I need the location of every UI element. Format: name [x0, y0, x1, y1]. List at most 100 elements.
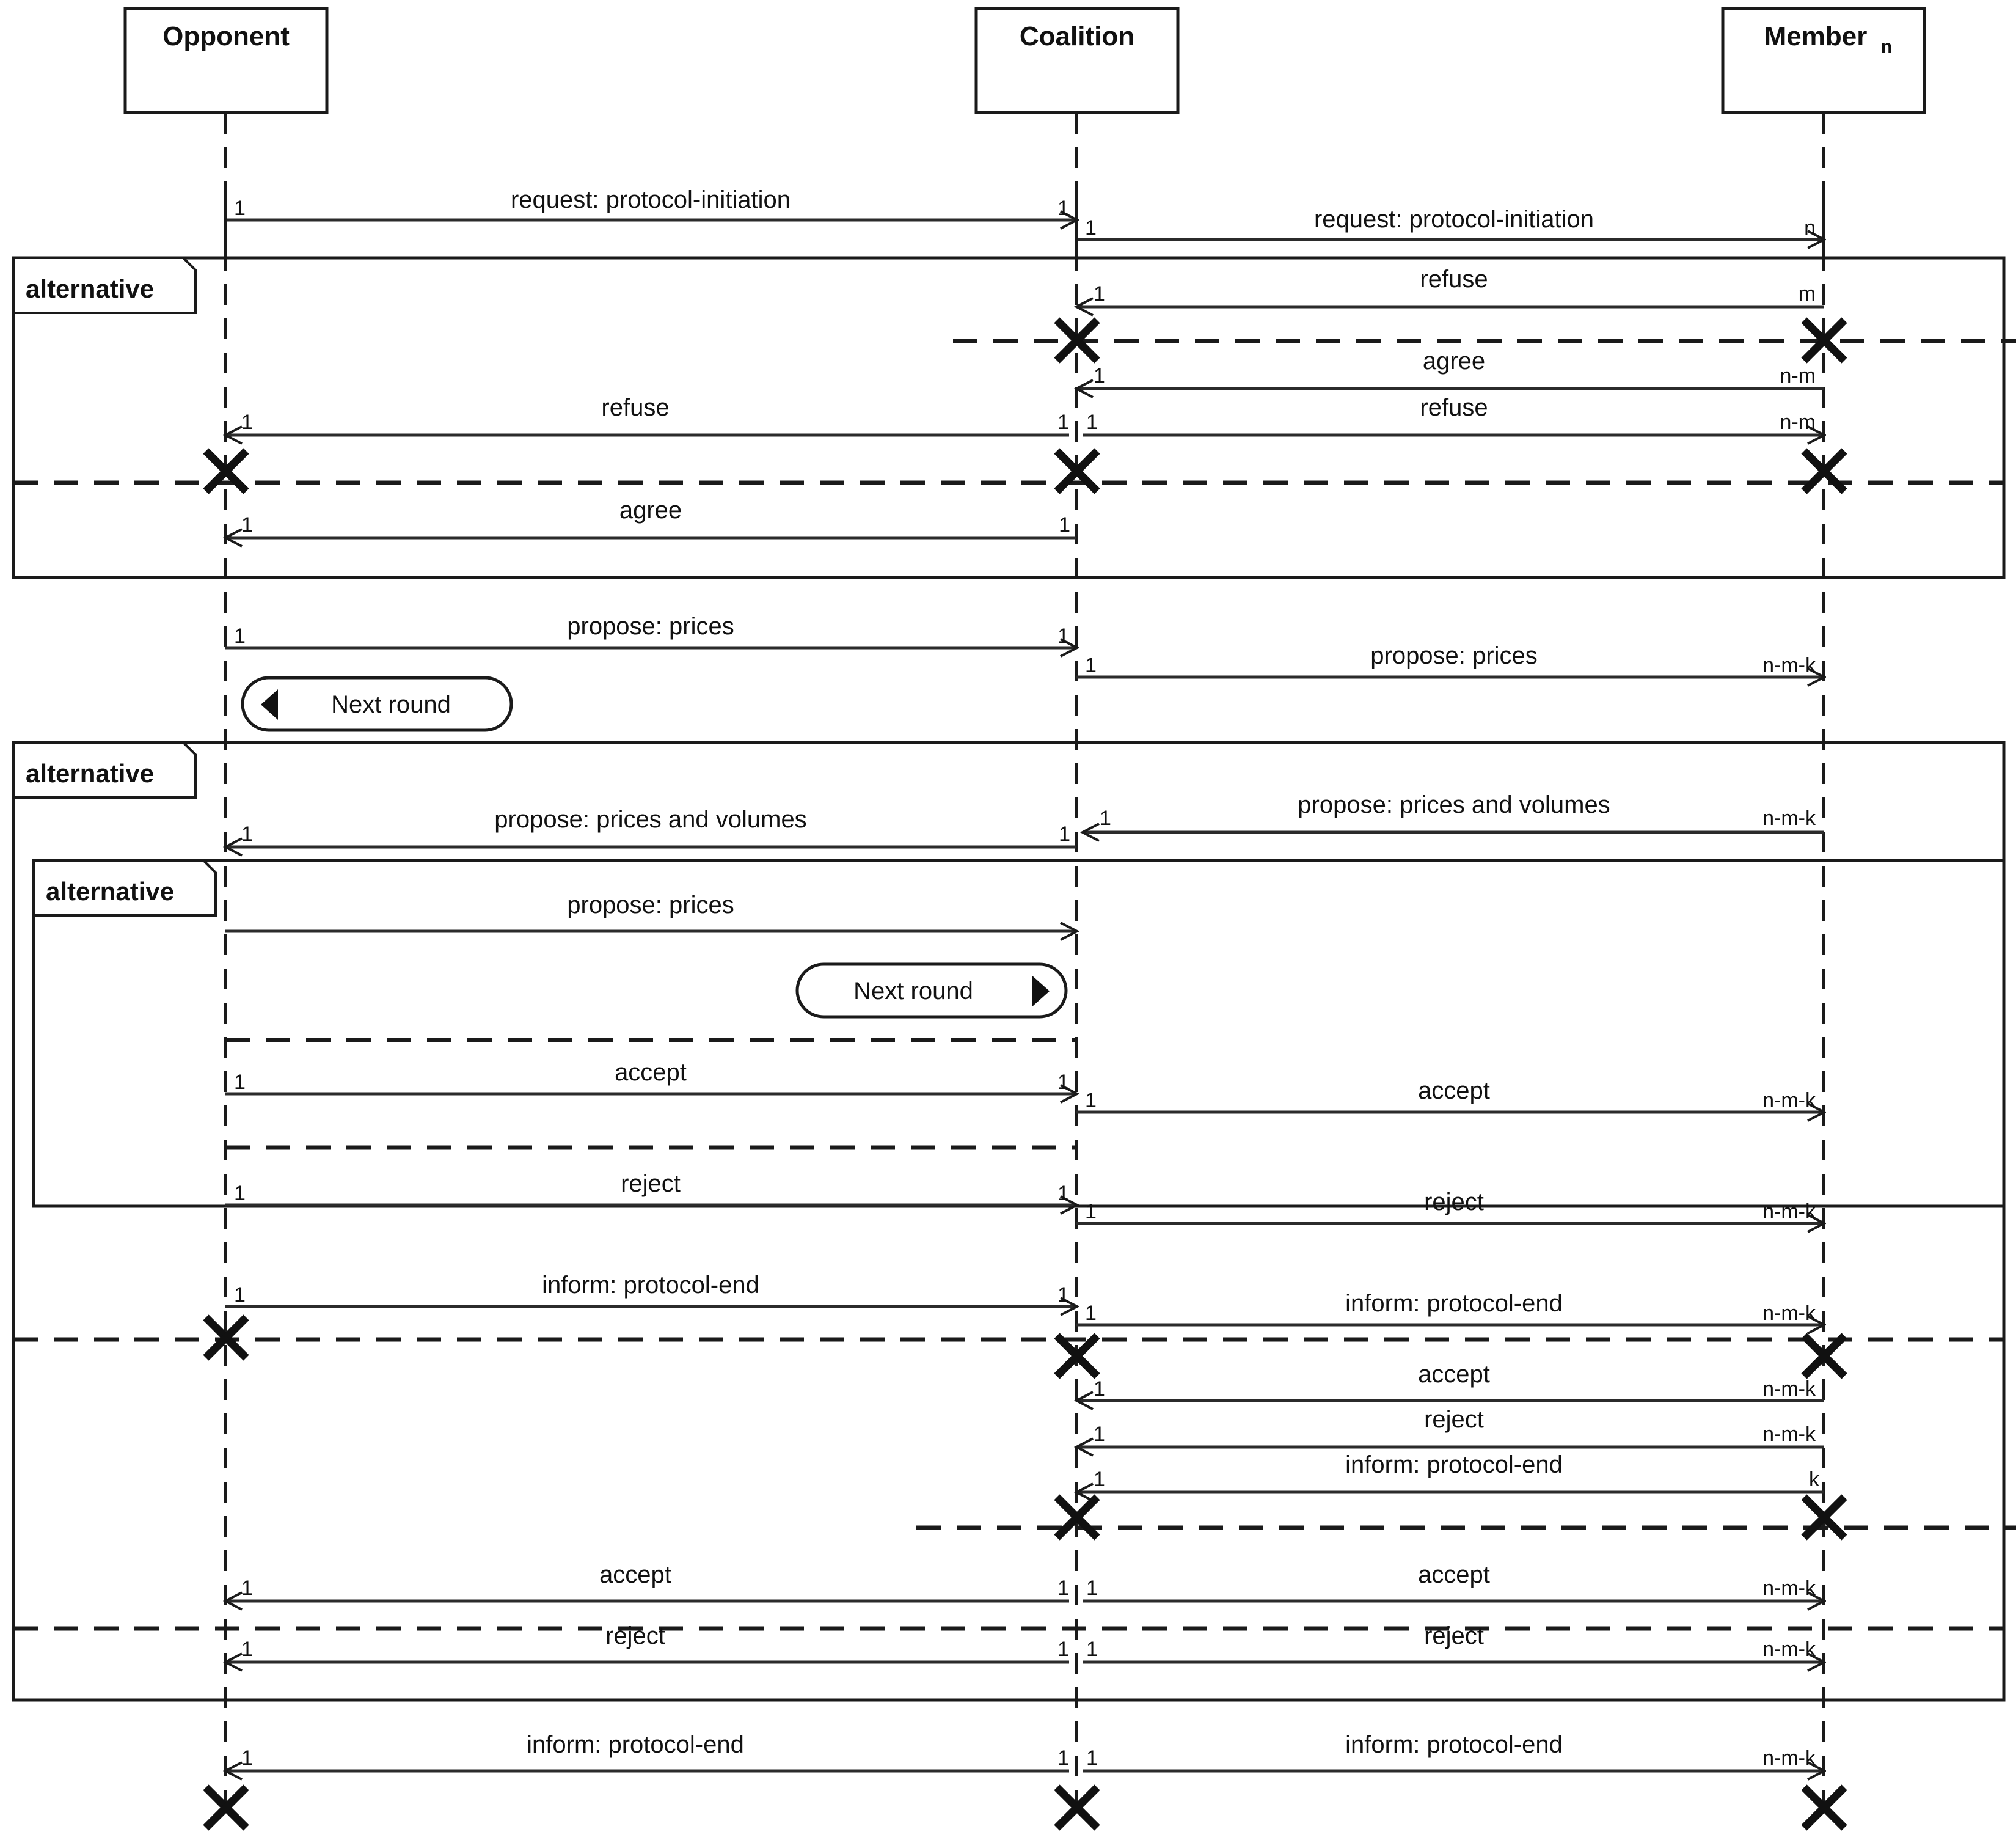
message-m21-left-mid-mult: 1 [1057, 1577, 1069, 1600]
message-m17-label: inform: protocol-end [1345, 1290, 1563, 1317]
message-m15[interactable]: reject 1 n-m-k [1076, 1189, 1824, 1223]
message-m16-src-mult: 1 [234, 1283, 246, 1306]
message-m10-label: propose: prices and volumes [494, 806, 806, 833]
message-m15-src-mult: 1 [1085, 1200, 1097, 1223]
message-m04-dst-mult: n-m [1780, 364, 1816, 387]
message-m04[interactable]: agree 1 n-m [1076, 348, 1824, 389]
message-m21-right-label: accept [1418, 1561, 1490, 1588]
message-m01-src-mult: 1 [234, 197, 246, 220]
message-m12[interactable]: accept 1 1 [225, 1059, 1076, 1094]
message-m22-right-mid-mult: 1 [1086, 1638, 1098, 1661]
message-m11-label: propose: prices [567, 892, 734, 918]
message-m01-label: request: protocol-initiation [511, 186, 791, 213]
destruction-x-member-3 [1801, 1333, 1847, 1379]
message-m05-right-src-mult: 1 [1086, 411, 1098, 434]
frame-alternative-3: alternative [32, 859, 2006, 1208]
message-m22-right[interactable]: reject 1 n-m-k [1083, 1622, 1824, 1662]
message-m15-label: reject [1424, 1189, 1484, 1215]
message-m09-src-mult: 1 [1100, 807, 1111, 830]
destruction-x-member-2 [1801, 448, 1847, 494]
next-round-marker-2[interactable]: Next round [795, 962, 1068, 1019]
next-round-marker-2-label: Next round [853, 978, 973, 1005]
message-m14-dst-mult: 1 [1057, 1182, 1069, 1205]
message-m13-dst-mult: n-m-k [1762, 1089, 1816, 1112]
message-m08-label: propose: prices [1370, 642, 1537, 669]
message-m22-left[interactable]: reject 1 1 [225, 1622, 1069, 1662]
message-m07[interactable]: propose: prices 1 1 [225, 613, 1076, 648]
message-m05-left-label: refuse [601, 394, 669, 421]
message-m23-left-src-mult: 1 [241, 1746, 253, 1770]
message-m10-dst-mult: 1 [1059, 823, 1070, 846]
message-m07-label: propose: prices [567, 613, 734, 640]
lifeline-header-member[interactable]: Member n [1721, 7, 1926, 114]
message-m16-label: inform: protocol-end [542, 1272, 759, 1299]
message-m21-right-mid-mult: 1 [1086, 1577, 1098, 1600]
message-m23-right-label: inform: protocol-end [1345, 1731, 1563, 1758]
message-m09[interactable]: propose: prices and volumes 1 n-m-k [1083, 791, 1824, 832]
play-left-icon [261, 689, 278, 720]
message-m16[interactable]: inform: protocol-end 1 1 [225, 1272, 1076, 1306]
message-m19-label: reject [1424, 1406, 1484, 1433]
message-m02[interactable]: request: protocol-initiation 1 n [1076, 206, 1824, 240]
message-m19[interactable]: reject 1 n-m-k [1076, 1406, 1824, 1447]
message-m10[interactable]: propose: prices and volumes 1 1 [225, 806, 1076, 847]
message-m22-left-src-mult: 1 [241, 1638, 253, 1661]
message-m21-right[interactable]: accept 1 n-m-k [1083, 1561, 1824, 1601]
message-m08[interactable]: propose: prices 1 n-m-k [1076, 642, 1824, 677]
message-m22-right-dst-mult: n-m-k [1762, 1638, 1816, 1661]
message-m03[interactable]: refuse 1 m [1076, 266, 1824, 307]
message-m03-dst-mult: m [1799, 282, 1816, 306]
message-m13[interactable]: accept 1 n-m-k [1076, 1077, 1824, 1112]
message-m05-left[interactable]: refuse 1 1 [225, 394, 1069, 435]
next-round-marker-1[interactable]: Next round [241, 676, 513, 732]
message-m12-label: accept [615, 1059, 687, 1086]
message-m05-right[interactable]: refuse 1 n-m [1083, 394, 1824, 435]
message-m05-right-label: refuse [1420, 394, 1488, 421]
message-m04-label: agree [1423, 348, 1485, 375]
message-m15-dst-mult: n-m-k [1762, 1200, 1816, 1223]
message-m14[interactable]: reject 1 1 [225, 1170, 1076, 1205]
message-m23-left[interactable]: inform: protocol-end 1 1 [225, 1731, 1069, 1771]
message-m18-label: accept [1418, 1361, 1490, 1388]
message-m02-label: request: protocol-initiation [1314, 206, 1594, 233]
next-round-marker-1-label: Next round [331, 691, 451, 718]
message-m01[interactable]: request: protocol-initiation 1 1 [225, 186, 1076, 220]
message-m21-left[interactable]: accept 1 1 [225, 1561, 1069, 1601]
message-m06-dst-mult: 1 [1059, 513, 1070, 537]
message-m17-dst-mult: n-m-k [1762, 1302, 1816, 1325]
destruction-x-coalition-2 [1054, 448, 1100, 494]
message-m04-src-mult: 1 [1094, 364, 1105, 387]
message-m23-right[interactable]: inform: protocol-end 1 n-m-k [1083, 1731, 1824, 1771]
message-m06[interactable]: agree 1 1 [225, 497, 1076, 538]
message-m03-label: refuse [1420, 266, 1488, 293]
lifeline-label-member: Member [1764, 21, 1868, 51]
message-m17-src-mult: 1 [1085, 1302, 1097, 1325]
destruction-x-coalition-3 [1054, 1333, 1100, 1379]
message-m14-label: reject [621, 1170, 681, 1197]
message-m19-src-mult: 1 [1094, 1423, 1105, 1446]
message-m17[interactable]: inform: protocol-end 1 n-m-k [1076, 1290, 1824, 1325]
message-m12-src-mult: 1 [234, 1071, 246, 1094]
lifeline-header-opponent[interactable]: Opponent [123, 7, 329, 114]
message-m13-src-mult: 1 [1085, 1089, 1097, 1112]
message-m22-left-label: reject [605, 1622, 665, 1649]
destruction-x-coalition-1 [1054, 317, 1100, 364]
message-m20[interactable]: inform: protocol-end 1 k [1076, 1451, 1824, 1492]
message-m18-src-mult: 1 [1094, 1377, 1105, 1401]
destruction-x-coalition-final [1054, 1784, 1100, 1831]
message-m13-label: accept [1418, 1077, 1490, 1104]
message-m22-right-label: reject [1424, 1622, 1484, 1649]
message-m23-left-mid-mult: 1 [1057, 1746, 1069, 1770]
message-m06-src-mult: 1 [241, 513, 253, 537]
message-m16-dst-mult: 1 [1057, 1283, 1069, 1306]
message-m11[interactable]: propose: prices [225, 892, 1076, 931]
message-m02-dst-mult: n [1804, 216, 1816, 240]
message-m21-left-label: accept [599, 1561, 671, 1588]
message-m21-left-src-mult: 1 [241, 1577, 253, 1600]
destruction-x-opponent-2 [203, 448, 249, 494]
message-m06-label: agree [619, 497, 682, 524]
lifeline-label-member-subscript: n [1881, 37, 1892, 57]
lifeline-header-coalition[interactable]: Coalition [974, 7, 1180, 114]
message-m23-right-mid-mult: 1 [1086, 1746, 1098, 1770]
message-m18[interactable]: accept 1 n-m-k [1076, 1361, 1824, 1401]
